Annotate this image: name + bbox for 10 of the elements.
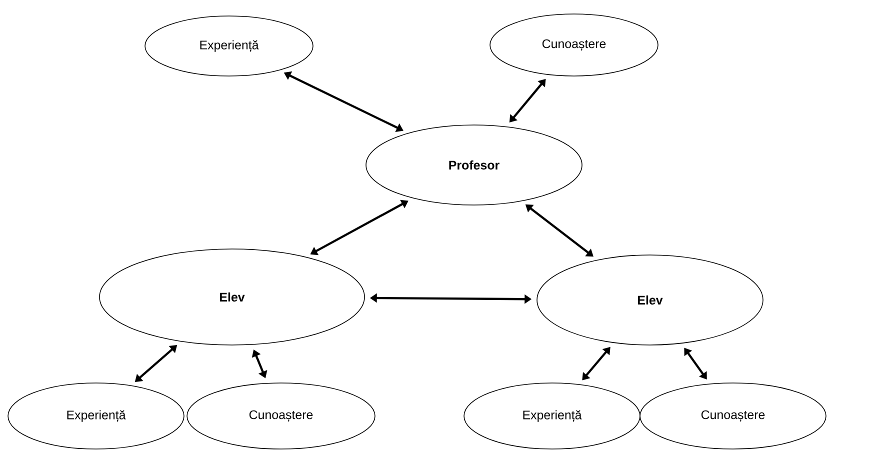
ellipse-node: Profesor [366, 124, 582, 206]
node-label: Cunoaștere [701, 410, 765, 422]
ellipse-node: Elev [536, 254, 764, 346]
ellipse-node: Cunoaștere [490, 14, 658, 76]
ellipse-node: Experiență [464, 382, 640, 450]
ellipse-node: Cunoaștere [640, 382, 826, 450]
ellipse-node: Experiență [8, 382, 184, 450]
ellipse-node: Elev [99, 248, 365, 346]
ellipse-node: Experiență [144, 16, 314, 76]
ellipse-node: Cunoaștere [186, 382, 376, 450]
